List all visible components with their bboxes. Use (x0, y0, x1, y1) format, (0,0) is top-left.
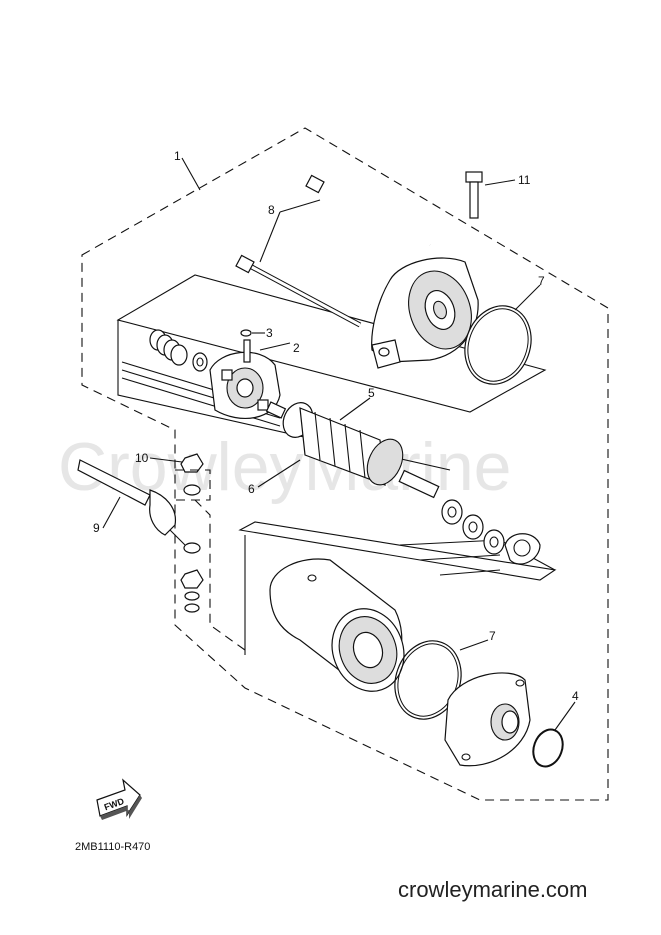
rear-cover (444, 672, 531, 767)
callout-2: 2 (293, 341, 300, 355)
diagram-code: 2MB1110-R470 (75, 841, 150, 853)
brush-spring (149, 329, 188, 366)
fwd-badge: FWD (96, 778, 142, 820)
callout-5: 5 (368, 386, 375, 400)
through-bolt-lower (235, 254, 362, 328)
callout-7-lower: 7 (489, 629, 496, 643)
callout-3: 3 (266, 326, 273, 340)
o-ring-3 (240, 329, 252, 337)
callout-4: 4 (572, 689, 579, 703)
leader-lines (102, 157, 576, 731)
yoke-housing (269, 558, 405, 692)
callout-8: 8 (268, 203, 275, 217)
callout-10: 10 (135, 451, 149, 465)
site-url: crowleymarine.com (398, 877, 588, 902)
o-ring-upper (464, 305, 532, 385)
callout-7-upper: 7 (538, 274, 545, 288)
through-bolt-upper (305, 174, 431, 247)
assembly-boundary (81, 127, 609, 801)
armature (265, 401, 440, 499)
retaining-plate (504, 533, 541, 565)
armature-washers (441, 499, 505, 555)
o-ring-4 (532, 728, 564, 768)
callout-9: 9 (93, 521, 100, 535)
washer-small (192, 352, 208, 372)
terminal-boundary (175, 469, 211, 501)
callout-11: 11 (518, 173, 531, 187)
screw-11 (465, 171, 483, 219)
callout-1: 1 (174, 149, 181, 163)
callout-6: 6 (248, 482, 255, 496)
terminal-cable (77, 459, 186, 546)
terminal-hardware (180, 453, 204, 613)
terminal-boundary-lower (194, 499, 246, 651)
brush-holder-assembly (209, 339, 281, 419)
